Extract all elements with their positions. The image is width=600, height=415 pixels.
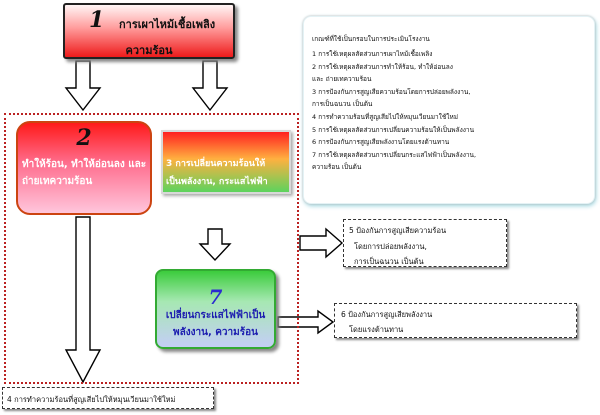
step-2-line1: ทำให้ร้อน, ทำให้อ่อนลง และ: [22, 159, 147, 170]
criteria-heading: เกณฑ์ที่ใช้เป็นกรอบในการประเมินโรงงาน: [312, 35, 430, 43]
criteria-panel: เกณฑ์ที่ใช้เป็นกรอบในการประเมินโรงงาน 1 …: [303, 16, 595, 204]
step-1-line2: ความร้อน: [125, 44, 173, 57]
criteria-item: 1 การใช้เหตุผลสัดส่วนการเผาไหม้เชื้อเพลิ…: [312, 50, 433, 58]
step-2-line2: ถ่ายเทความร้อน: [22, 176, 93, 187]
note-6-line1: 6 ป้องกันการสูญเสียพลังงาน: [341, 310, 433, 319]
criteria-item: 5 การใช้เหตุผลสัดส่วนการเปลี่ยนความร้อนใ…: [312, 125, 475, 134]
criteria-item: 2 การใช้เหตุผลสัดส่วนการทำให้ร้อน, ทำให้…: [312, 62, 453, 71]
arrow-box2-to-note4: [64, 216, 102, 384]
note-4-line1: 4 การทำความร้อนที่สูญเสียไปให้หมุนเวียนม…: [7, 395, 176, 404]
criteria-item: และ ถ่ายเทความร้อน: [312, 75, 372, 84]
note-6-box: 6 ป้องกันการสูญเสียพลังงาน โดยแรงต้านทาน: [334, 303, 577, 338]
step-3-box: 3 การเปลี่ยนความร้อนให้ เป็นพลังงาน, กระ…: [161, 130, 291, 194]
note-5-line2: โดยการปล่อยพลังงาน,: [354, 242, 427, 251]
step-3-line1: 3 การเปลี่ยนความร้อนให้: [166, 159, 266, 169]
arrow-to-note5: [299, 227, 344, 259]
step-3-line2: เป็นพลังงาน, กระแสไฟฟ้า: [166, 177, 268, 187]
step-1-number: 1: [89, 7, 105, 33]
criteria-item: 3 การป้องกันการสูญเสียความร้อนโดยการปล่อ…: [312, 87, 471, 96]
note-5-box: 5 ป้องกันการสูญเสียความร้อน โดยการปล่อยพ…: [343, 219, 507, 267]
arrow-box1-to-box3: [191, 60, 229, 112]
arrow-box3-to-box7: [198, 228, 232, 262]
arrow-box7-to-note6: [277, 309, 335, 335]
criteria-item: การเป็นฉนวน เป็นต้น: [312, 100, 373, 109]
criteria-list: 1 การใช้เหตุผลสัดส่วนการเผาไหม้เชื้อเพลิ…: [312, 48, 582, 174]
step-1-box: 1 การเผาไหม้เชื้อเพลิง ความร้อน: [63, 3, 235, 59]
criteria-item: 6 การป้องกันการสูญเสียพลังงานโดยแรงต้านท…: [312, 138, 450, 147]
step-7-line1: เปลี่ยนกระแสไฟฟ้าเป็น: [165, 310, 266, 321]
arrow-box1-to-box2: [64, 60, 102, 112]
criteria-item: ความร้อน เป็นต้น: [312, 163, 362, 172]
step-7-number: 7: [208, 285, 223, 309]
step-7-line2: พลังงาน, ความร้อน: [173, 327, 258, 338]
process-region: [4, 113, 299, 384]
note-6-line2: โดยแรงต้านทาน: [349, 325, 404, 334]
criteria-item: 7 การใช้เหตุผลสัดส่วนการเปลี่ยนกระแสไฟฟ้…: [312, 150, 477, 159]
step-2-number: 2: [76, 125, 92, 151]
note-4-box: 4 การทำความร้อนที่สูญเสียไปให้หมุนเวียนม…: [2, 387, 214, 409]
criteria-item: 4 การทำความร้อนที่สูญเสียไปให้หมุนเวียนม…: [312, 112, 459, 121]
step-2-box: 2 ทำให้ร้อน, ทำให้อ่อนลง และ ถ่ายเทความร…: [16, 121, 152, 215]
note-5-line3: การเป็นฉนวน เป็นต้น: [354, 257, 424, 266]
note-5-line1: 5 ป้องกันการสูญเสียความร้อน: [349, 226, 447, 235]
step-1-line1: การเผาไหม้เชื้อเพลิง: [119, 18, 216, 31]
step-7-box: 7 เปลี่ยนกระแสไฟฟ้าเป็น พลังงาน, ความร้อ…: [155, 269, 276, 349]
